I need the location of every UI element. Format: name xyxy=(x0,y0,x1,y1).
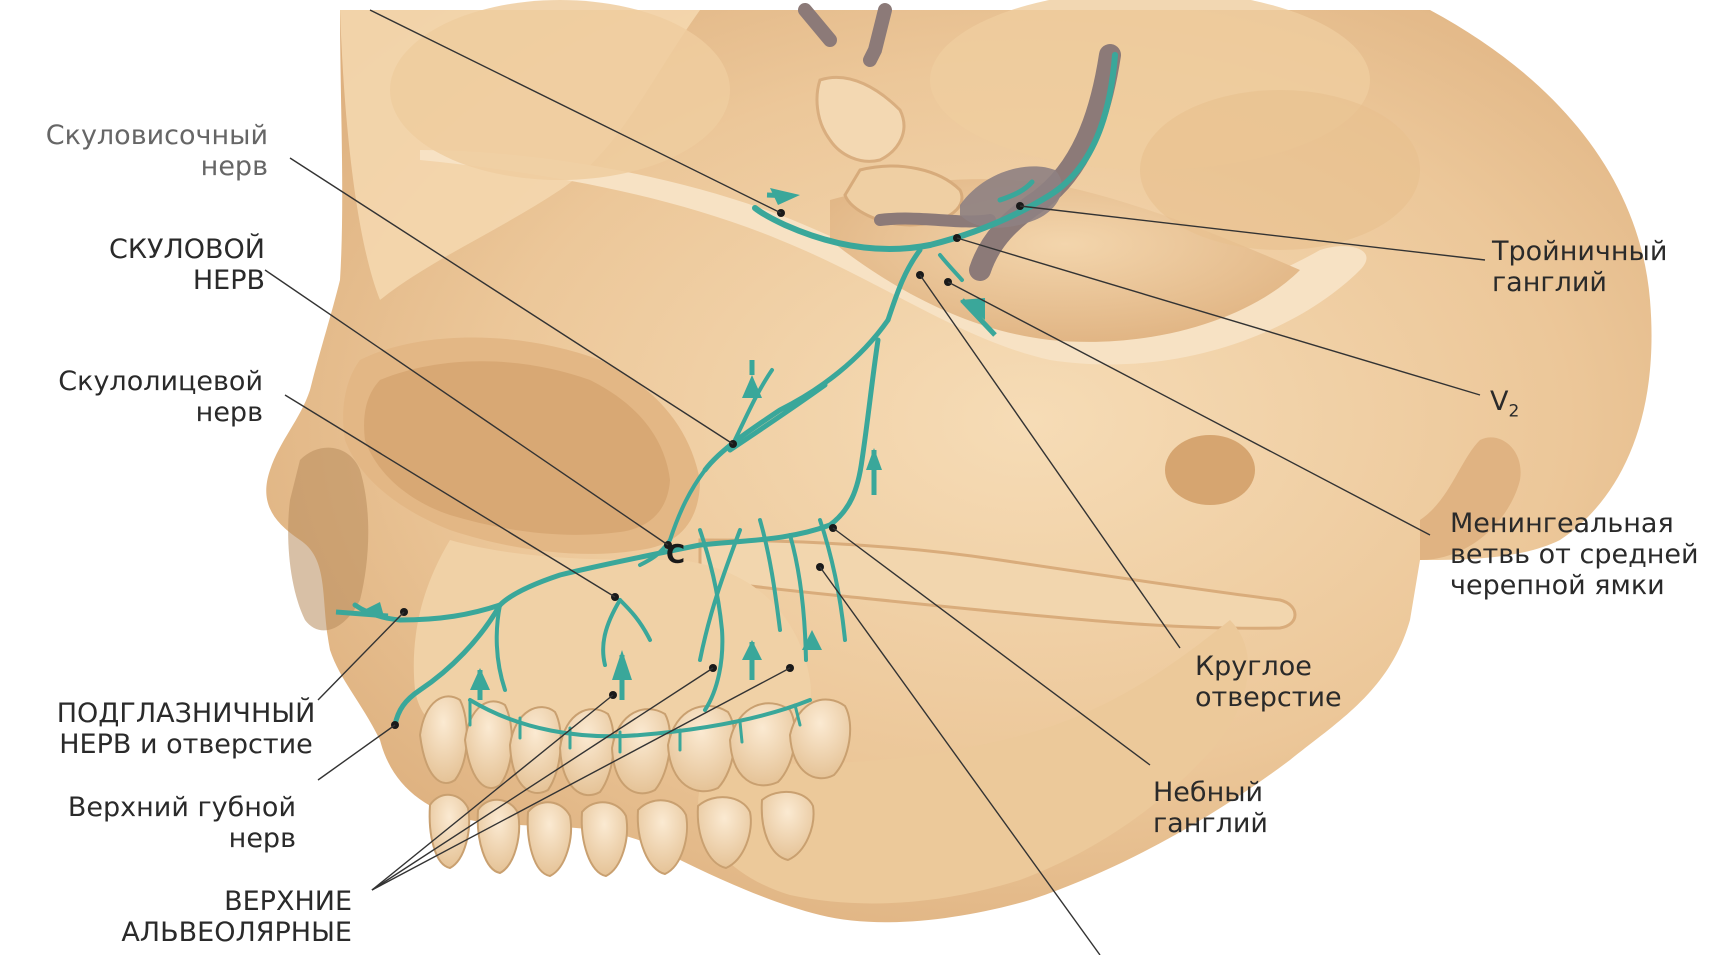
label-line: Тройничный xyxy=(1492,236,1702,267)
label-line: нерв xyxy=(50,823,296,854)
label-line: ПОДГЛАЗНИЧНЫЙ xyxy=(46,698,326,729)
label-line: АЛЬВЕОЛЯРНЫЕ xyxy=(100,917,352,948)
label-line: ганглий xyxy=(1492,267,1702,298)
label-line: Скулолицевой xyxy=(40,366,263,397)
label-zygomatic-nerve: СКУЛОВОЙ НЕРВ xyxy=(60,234,265,296)
label-line: НЕРВ xyxy=(60,265,265,296)
label-line: СКУЛОВОЙ xyxy=(60,234,265,265)
label-line: Круглое xyxy=(1195,651,1365,682)
label-zygomaticofacial-nerve: Скулолицевой нерв xyxy=(40,366,263,428)
label-pterygopalatine-ganglion: Небный ганглий xyxy=(1153,777,1313,839)
label-superior-alveolar-nerves: ВЕРХНИЕ АЛЬВЕОЛЯРНЫЕ xyxy=(100,886,352,948)
label-line: отверстие xyxy=(1195,682,1365,713)
label-v2-main: V xyxy=(1490,386,1508,417)
label-v2-sub: 2 xyxy=(1508,401,1519,421)
label-line: Скуловисочный xyxy=(30,120,268,151)
label-zygomaticotemporal-nerve: Скуловисочный нерв xyxy=(30,120,268,182)
label-line: Небный xyxy=(1153,777,1313,808)
label-line: НЕРВ и отверстие xyxy=(46,729,326,760)
label-line: нерв xyxy=(40,397,263,428)
label-superior-labial-nerve: Верхний губной нерв xyxy=(50,792,296,854)
label-meningeal-branch: Менингеальная ветвь от средней черепной … xyxy=(1450,508,1705,601)
label-line: Верхний губной xyxy=(50,792,296,823)
label-line: черепной ямки xyxy=(1450,570,1705,601)
label-foramen-rotundum: Круглое отверстие xyxy=(1195,651,1365,713)
skull-bone xyxy=(266,0,1651,922)
label-v2: V2 xyxy=(1490,386,1519,427)
label-line: нерв xyxy=(30,151,268,182)
c-marker: C xyxy=(666,540,685,570)
label-line: ветвь от средней xyxy=(1450,539,1705,570)
label-line: Менингеальная xyxy=(1450,508,1705,539)
label-infraorbital-nerve: ПОДГЛАЗНИЧНЫЙ НЕРВ и отверстие xyxy=(46,698,326,760)
label-line: ВЕРХНИЕ xyxy=(100,886,352,917)
label-line: ганглий xyxy=(1153,808,1313,839)
label-trigeminal-ganglion: Тройничный ганглий xyxy=(1492,236,1702,298)
